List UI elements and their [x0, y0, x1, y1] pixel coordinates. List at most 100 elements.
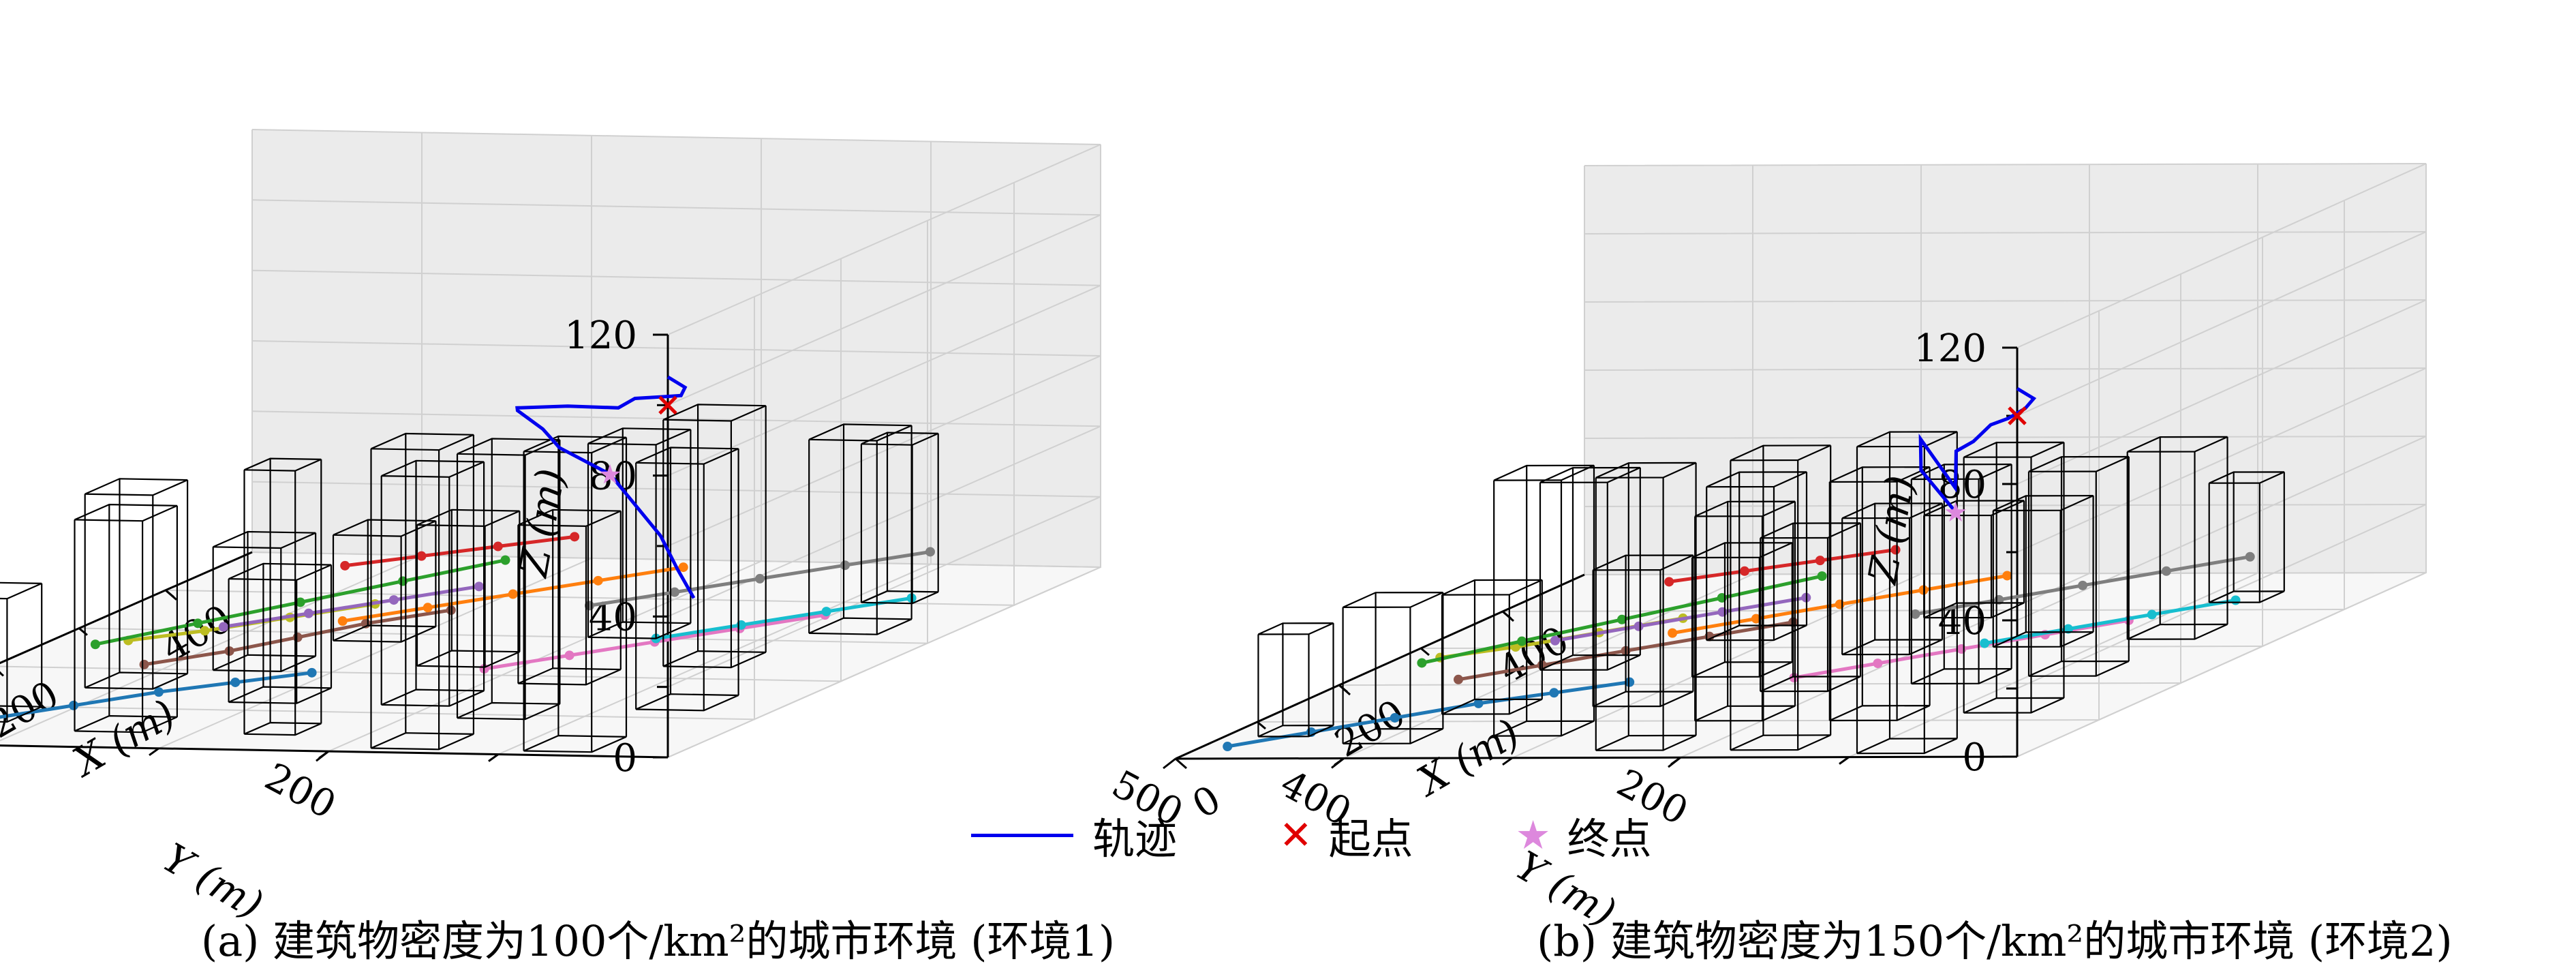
route-line	[1227, 680, 1630, 748]
route-point	[1835, 599, 1845, 609]
route-point	[1634, 621, 1644, 631]
building-roof	[1963, 441, 2064, 458]
gridline-y	[2017, 164, 2427, 757]
building-base	[1730, 734, 1831, 751]
building-base	[1257, 724, 1334, 738]
building-roof	[1343, 591, 1443, 609]
route-point	[1517, 636, 1527, 646]
route-point	[1625, 677, 1635, 687]
end-marker: ★	[598, 459, 622, 491]
y-axis-line	[0, 744, 669, 759]
x-minor-tick	[78, 627, 88, 636]
x-axis-line	[0, 551, 253, 665]
route-point	[755, 573, 765, 584]
start-marker-stroke	[658, 395, 677, 415]
building-roof	[0, 581, 42, 600]
route-point	[295, 597, 305, 607]
caption-a: (a) 建筑物密度为100个/km²的城市环境 (环境1)	[201, 916, 1116, 966]
y-minor-tick	[318, 750, 329, 759]
route-point	[1873, 659, 1883, 669]
x-minor-tick	[165, 589, 174, 598]
building-roof	[1760, 522, 1861, 539]
building-roof	[1923, 500, 2025, 517]
route-point	[840, 560, 850, 571]
building-roof	[2209, 471, 2285, 484]
building-base	[1595, 734, 1697, 751]
y-minor-tick	[1839, 756, 1850, 765]
gridline-y	[328, 138, 762, 753]
route-point	[230, 677, 241, 687]
y-minor-tick	[1334, 757, 1345, 766]
end-marker-icon: ★	[1515, 812, 1551, 858]
route-point	[508, 589, 518, 599]
x-axis-line	[1175, 573, 1585, 760]
route-point	[388, 595, 399, 605]
route-point	[1550, 635, 1560, 646]
y-tick-label: 200	[258, 755, 343, 828]
route-point	[1668, 628, 1678, 638]
route-point	[340, 560, 350, 571]
y-tick-label: 400	[0, 748, 3, 822]
x-tick-mark	[0, 671, 4, 677]
building-roof	[1706, 471, 1807, 488]
legend-item-trajectory: 轨迹	[971, 804, 1177, 866]
route-point	[493, 541, 503, 551]
building-roof	[2127, 436, 2228, 453]
start-marker-stroke	[2008, 406, 2027, 425]
gridline-y	[1343, 165, 1753, 759]
legend-label-end: 终点	[1567, 814, 1652, 864]
z-tick-label: 120	[564, 314, 637, 358]
building-roof	[1694, 500, 1796, 517]
caption-b: (b) 建筑物密度为150个/km²的城市环境 (环境2)	[1537, 916, 2453, 966]
route-point	[1910, 609, 1920, 619]
route-point	[1789, 673, 1799, 683]
y-minor-tick	[1670, 756, 1681, 766]
z-tick-label: 120	[1914, 327, 1987, 371]
route-point	[2002, 571, 2012, 581]
route-point	[193, 618, 203, 629]
route-point	[1890, 545, 1901, 555]
x-tick-mark	[1175, 757, 1187, 770]
building-base	[74, 714, 178, 733]
route-point	[2078, 580, 2088, 590]
route-point	[69, 700, 78, 710]
building-roof	[517, 509, 622, 528]
z-tick-label: 0	[613, 736, 637, 781]
route-point	[1815, 556, 1825, 566]
route-line	[1984, 599, 2236, 646]
route-line	[344, 534, 575, 568]
route-point	[90, 639, 100, 650]
gridline-y	[667, 145, 1101, 758]
route-point	[139, 659, 149, 669]
floor-pane	[1176, 573, 2426, 759]
building-base	[333, 624, 436, 643]
gridline-y	[1680, 164, 2090, 759]
end-marker: ★	[1944, 497, 1968, 528]
route-point	[1980, 638, 1990, 648]
route-point	[1549, 688, 1559, 698]
floor-pane	[0, 552, 1101, 757]
building-roof	[85, 478, 188, 496]
route-point	[1817, 571, 1827, 581]
route-point	[670, 587, 679, 597]
building-base	[0, 705, 42, 723]
route-point	[1617, 614, 1627, 624]
start-marker-icon: ✕	[1279, 812, 1313, 858]
y-minor-tick	[488, 753, 499, 762]
building-roof	[1593, 554, 1693, 571]
route-line	[1554, 596, 1807, 643]
route-point	[1717, 607, 1728, 617]
route-point	[2230, 595, 2241, 605]
route-point	[2245, 551, 2255, 562]
building-base	[371, 732, 474, 751]
route-point	[303, 608, 313, 618]
route-point	[1473, 698, 1484, 708]
gridline-y	[1512, 164, 1922, 759]
route-point	[292, 632, 303, 642]
legend-item-start: ✕ 起点	[1279, 804, 1413, 866]
route-point	[1957, 644, 1967, 654]
building-base	[587, 621, 691, 639]
route-point	[564, 650, 574, 661]
